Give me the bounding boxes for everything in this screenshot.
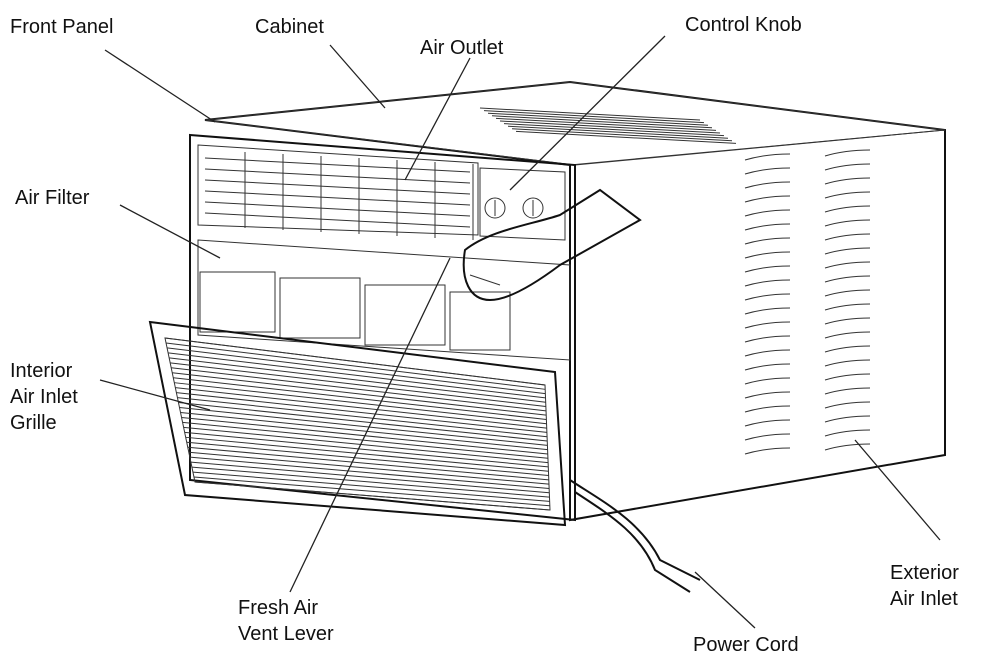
leader-lines [99,35,941,629]
label-interior-air-inlet-grille: Interior Air Inlet Grille [10,360,78,434]
power-cord [569,479,701,593]
control-panel [479,167,566,241]
top-vent-grille [479,107,737,144]
air-outlet-louvers [204,152,474,240]
label-fresh-air-vent-lever: Fresh Air Vent Lever [238,597,334,645]
hand-illustration [462,188,642,302]
label-front-panel: Front Panel [10,16,114,38]
label-air-filter: Air Filter [15,187,90,209]
label-cabinet: Cabinet [255,16,324,38]
interior-air-inlet-grille [148,320,567,527]
air-filter [197,239,571,361]
label-exterior-air-inlet: Exterior Air Inlet [890,562,959,610]
label-air-outlet: Air Outlet [420,37,504,59]
label-power-cord: Power Cord [693,634,799,656]
label-control-knob: Control Knob [685,14,802,36]
exterior-louvers [744,149,871,455]
